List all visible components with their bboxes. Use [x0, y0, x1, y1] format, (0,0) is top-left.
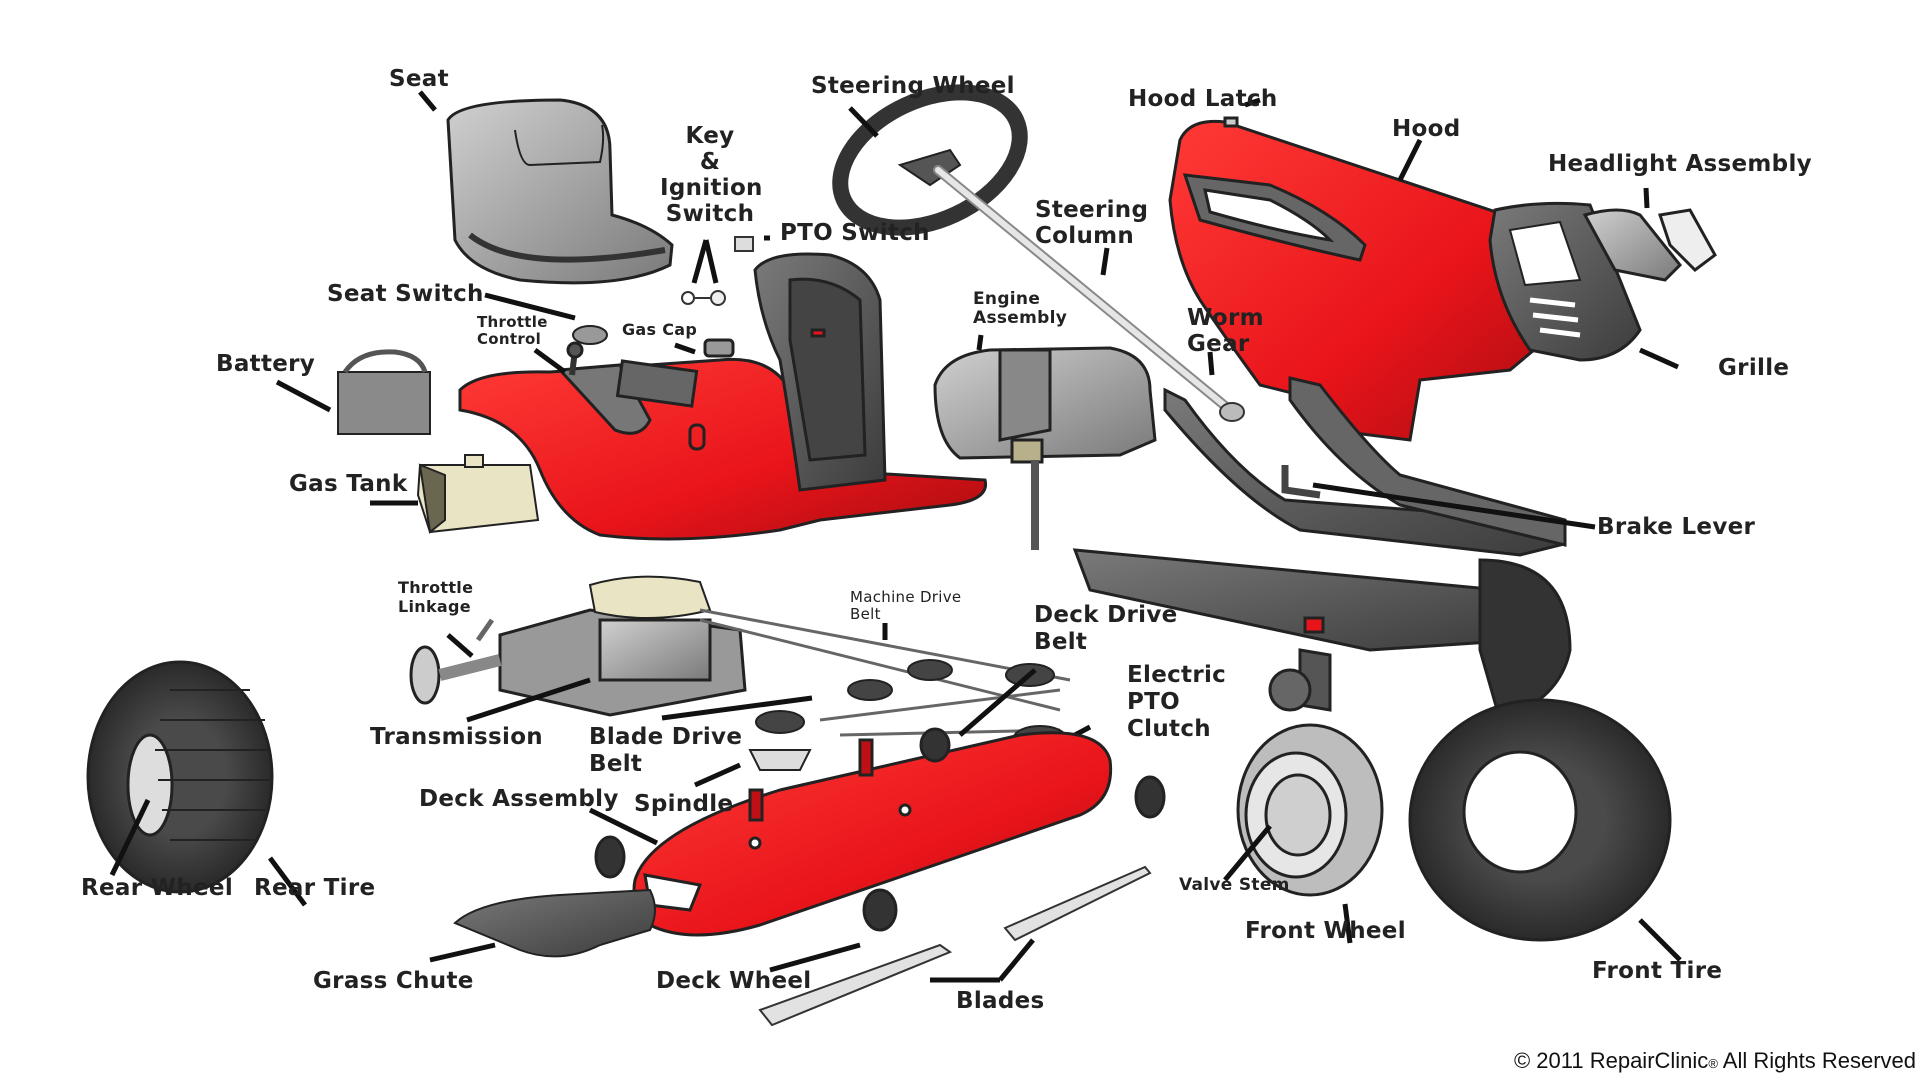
- label-front-tire: Front Tire: [1592, 958, 1723, 984]
- label-throttle-linkage: Throttle Linkage: [398, 578, 473, 616]
- label-electric-pto-clutch-line3: Clutch: [1127, 716, 1211, 742]
- label-deck-drive-belt-line1: Deck Drive: [1034, 602, 1178, 628]
- label-battery: Battery: [216, 351, 316, 377]
- key-leader-lines: [691, 235, 770, 284]
- gas-tank-part: [416, 454, 540, 534]
- label-worm-gear: Worm Gear: [1187, 305, 1264, 357]
- fender-body-part: [458, 338, 988, 541]
- label-gas-tank: Gas Tank: [289, 471, 408, 497]
- label-ampersand: &: [699, 149, 721, 175]
- label-hood: Hood: [1392, 116, 1461, 142]
- label-steering-column-line2: Column: [1035, 223, 1135, 249]
- battery-part: [337, 349, 431, 435]
- deck-leader-lines: [588, 807, 861, 973]
- battery-leader: [275, 379, 332, 413]
- label-steering-wheel: Steering Wheel: [811, 73, 1015, 99]
- seat-switch-part: [572, 325, 608, 345]
- fan-pulley-part: [588, 575, 712, 620]
- pulleys-part: [748, 659, 1067, 771]
- label-steering-column-line1: Steering: [1035, 197, 1149, 223]
- label-worm-gear-line2: Gear: [1187, 331, 1250, 357]
- drive-leader-lines: [446, 623, 1092, 788]
- label-key-ignition-switch: Key & Ignition Switch: [660, 123, 763, 227]
- label-throttle-control-line2: Control: [477, 330, 542, 348]
- label-machine-drive-belt-line2: Belt: [850, 605, 881, 623]
- frame-leader-lines: [1207, 351, 1596, 530]
- label-rear-tire: Rear Tire: [254, 875, 376, 901]
- front-wheel-part: [1236, 723, 1384, 897]
- label-seat: Seat: [389, 66, 449, 92]
- headlight-assembly-part: [1582, 208, 1717, 282]
- label-key: Key: [685, 123, 735, 149]
- label-blades: Blades: [956, 988, 1045, 1014]
- label-blade-drive-belt: Blade Drive Belt: [589, 724, 742, 778]
- blades-part: [758, 865, 1152, 1027]
- seat-leader-line: [418, 90, 437, 112]
- hood-leader-lines: [1244, 97, 1680, 370]
- label-worm-gear-line1: Worm: [1187, 305, 1264, 331]
- front-tire-part: [1408, 698, 1672, 942]
- grass-chute-leader: [429, 942, 496, 963]
- label-deck-drive-belt: Deck Drive Belt: [1034, 602, 1178, 656]
- label-grille: Grille: [1718, 355, 1790, 381]
- steering-leader-lines: [848, 106, 1110, 276]
- engine-leader: [976, 334, 984, 351]
- label-electric-pto-clutch-line2: PTO: [1127, 689, 1180, 715]
- label-steering-column: Steering Column: [1035, 197, 1148, 249]
- transmission-part: [409, 608, 747, 717]
- registered-mark: ®: [1708, 1056, 1718, 1071]
- seat-part: [446, 98, 674, 285]
- front-tire-leader: [1638, 918, 1682, 962]
- label-headlight-assembly: Headlight Assembly: [1548, 151, 1812, 177]
- label-electric-pto-clutch: Electric PTO Clutch: [1127, 662, 1226, 743]
- dash-tower-part: [753, 252, 887, 492]
- label-throttle-linkage-line1: Throttle: [398, 578, 474, 597]
- label-throttle-linkage-line2: Linkage: [398, 597, 471, 616]
- label-brake-lever: Brake Lever: [1597, 514, 1756, 540]
- front-wheel-leaders: [1223, 824, 1353, 944]
- label-spindle: Spindle: [634, 791, 734, 817]
- key-ignition-part: [681, 236, 754, 306]
- label-blade-drive-belt-line1: Blade Drive: [589, 724, 743, 750]
- seat-switch-leader: [484, 292, 576, 321]
- label-ignition: Ignition: [660, 175, 763, 201]
- copyright-notice: © 2011 RepairClinic® All Rights Reserved: [1514, 1048, 1916, 1074]
- label-gas-cap: Gas Cap: [622, 320, 698, 339]
- steering-wheel-part: [832, 84, 1245, 422]
- label-throttle-control-line1: Throttle: [477, 313, 548, 331]
- label-grass-chute: Grass Chute: [313, 968, 474, 994]
- blades-leader-lines: [930, 938, 1035, 983]
- copyright-rights: All Rights Reserved: [1717, 1048, 1916, 1073]
- engine-assembly-part: [933, 346, 1157, 550]
- label-switch: Switch: [665, 201, 755, 227]
- label-engine-assembly: Engine Assembly: [973, 290, 1067, 328]
- label-front-wheel: Front Wheel: [1245, 918, 1406, 944]
- label-deck-drive-belt-line2: Belt: [1034, 629, 1088, 655]
- grass-chute-part: [453, 888, 656, 958]
- throttle-gascap-leaders: [533, 342, 696, 375]
- deck-assembly-part: [594, 727, 1166, 937]
- hood-part: [1168, 116, 1552, 442]
- rear-wheel-leaders: [109, 798, 308, 907]
- frame-part: [1072, 376, 1572, 722]
- label-deck-wheel: Deck Wheel: [656, 968, 812, 994]
- rear-tire-part: [86, 660, 274, 894]
- label-blade-drive-belt-line2: Belt: [589, 751, 643, 777]
- label-throttle-control: Throttle Control: [477, 314, 548, 348]
- label-rear-wheel: Rear Wheel: [81, 875, 234, 901]
- label-machine-drive-belt: Machine Drive Belt: [850, 589, 961, 623]
- label-hood-latch: Hood Latch: [1128, 86, 1278, 112]
- label-pto-switch: PTO Switch: [780, 220, 930, 246]
- label-machine-drive-belt-line1: Machine Drive: [850, 588, 962, 606]
- label-engine-line1: Engine: [973, 289, 1041, 309]
- label-valve-stem: Valve Stem: [1179, 875, 1290, 895]
- label-transmission: Transmission: [370, 724, 543, 750]
- label-deck-assembly: Deck Assembly: [419, 786, 619, 812]
- label-seat-switch: Seat Switch: [327, 281, 484, 307]
- label-electric-pto-clutch-line1: Electric: [1127, 662, 1227, 688]
- label-engine-line2: Assembly: [973, 308, 1068, 328]
- copyright-text: © 2011 RepairClinic: [1513, 1048, 1709, 1073]
